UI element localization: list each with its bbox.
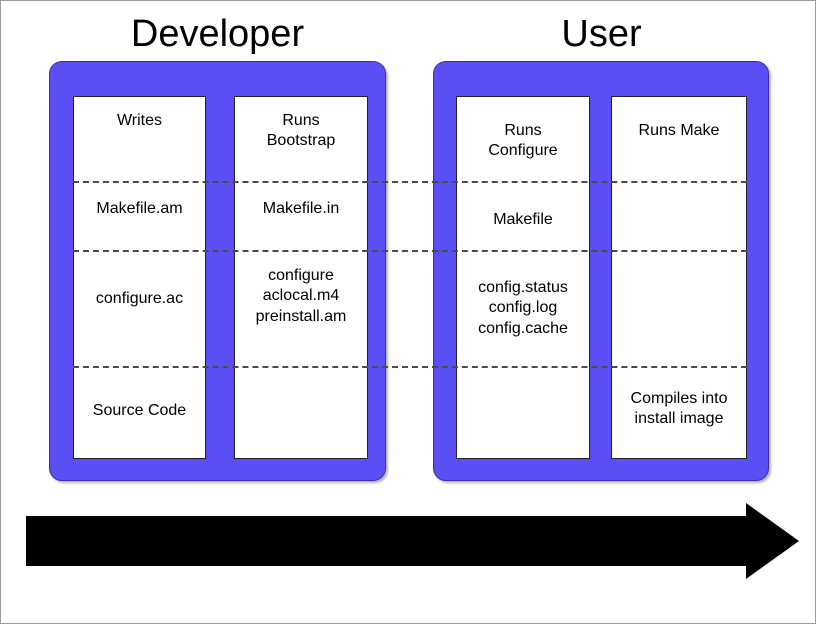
group-title-developer: Developer [130,13,305,55]
cell-makefile-in: Makefile.in [262,200,340,217]
column-box-writes [73,96,206,459]
cell-writes-header: Writes [116,112,163,129]
group-title-user: User [561,13,642,55]
column-box-runs-make [611,96,747,459]
cell-compiles-into-install-image: Compiles into install image [630,390,728,428]
flow-arrow-icon [26,503,799,579]
cell-generated-build-files: configure aclocal.m4 preinstall.am [255,267,347,325]
cell-makefile-am: Makefile.am [96,200,183,217]
cell-configure-ac: configure.ac [95,290,184,307]
cell-config-outputs: config.status config.log config.cache [478,279,568,337]
stage-divider-3 [73,366,747,368]
column-box-runs-configure [456,96,590,459]
cell-runs-configure-header: Runs Configure [488,122,558,160]
column-box-runs-bootstrap [234,96,368,459]
cell-makefile: Makefile [493,211,553,228]
cell-runs-make-header: Runs Make [638,122,720,139]
stage-divider-2 [73,250,747,252]
cell-runs-bootstrap-header: Runs Bootstrap [266,112,336,150]
cell-source-code: Source Code [92,402,187,419]
stage-divider-1 [73,181,747,183]
